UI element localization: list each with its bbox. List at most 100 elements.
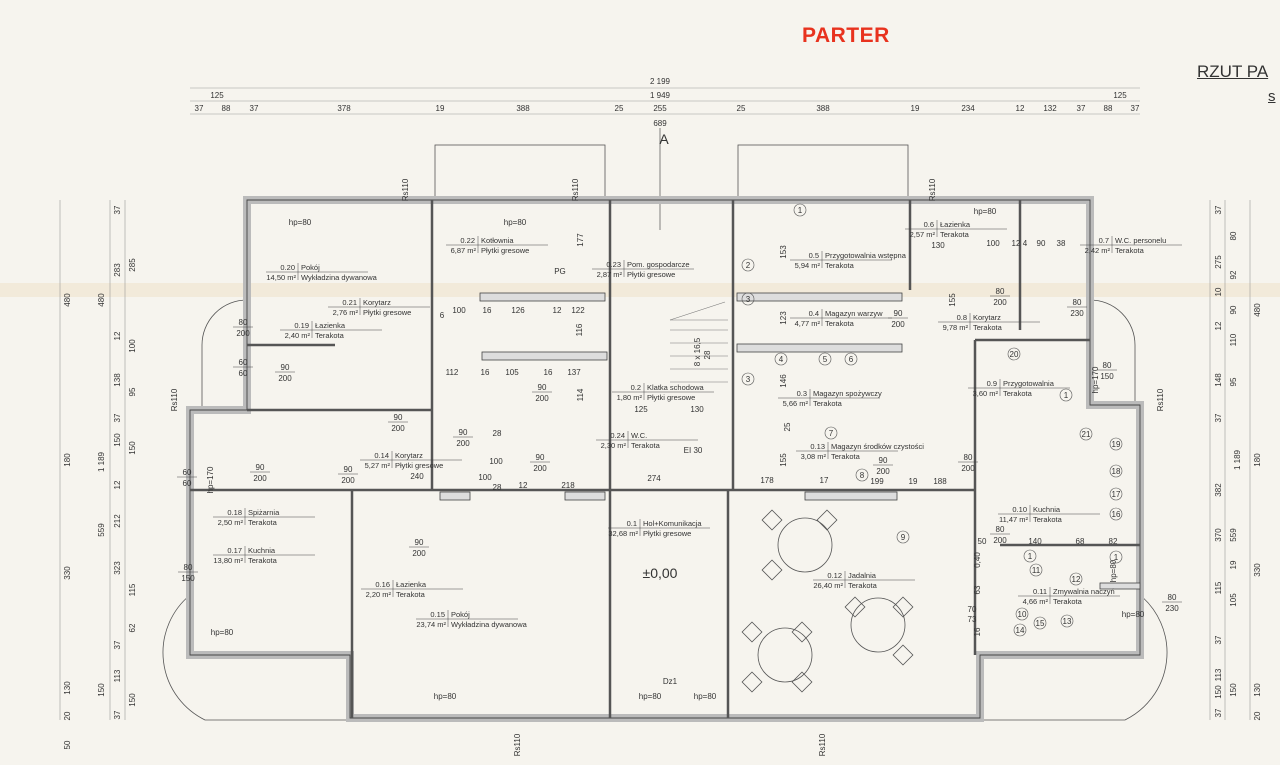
- left-dim: 150: [97, 683, 106, 697]
- interior-dim: 155: [779, 453, 788, 467]
- equipment-number: 16: [1112, 510, 1121, 519]
- left-dim: 1 189: [97, 451, 106, 472]
- annotation: Rs110: [513, 733, 522, 756]
- top-dim: 234: [961, 104, 975, 113]
- equipment-number: 1: [1114, 553, 1119, 562]
- room-name: Korytarz: [363, 298, 391, 307]
- top-dim: 37: [250, 104, 259, 113]
- room-finish: Terakota: [848, 581, 878, 590]
- door-width: 90: [459, 428, 468, 437]
- room-finish: Płytki gresowe: [395, 461, 443, 470]
- room-finish: Wykładzina dywanowa: [451, 620, 528, 629]
- interior-dim: 122: [571, 306, 585, 315]
- room-number: 0.11: [1033, 587, 1047, 596]
- right-dim: 559: [1229, 528, 1238, 542]
- room-finish: Płytki gresowe: [363, 308, 411, 317]
- room-number: 0.3: [797, 389, 807, 398]
- equipment-marker: [896, 530, 910, 544]
- room-name: Spiżarnia: [248, 508, 280, 517]
- room-area: 2,87 m²: [597, 270, 623, 279]
- equipment-marker: [1007, 347, 1021, 361]
- interior-walls: [190, 200, 1140, 718]
- room-finish: Terakota: [940, 230, 970, 239]
- interior-dim: 16: [483, 306, 492, 315]
- right-dim: 105: [1229, 593, 1238, 607]
- right-dim: 1 189: [1233, 449, 1242, 470]
- right-dim: 37: [1214, 413, 1223, 422]
- left-dim: 12: [113, 480, 122, 489]
- room-area: 5,94 m²: [795, 261, 821, 270]
- room-name: Łazienka: [315, 321, 346, 330]
- door-width: 60: [239, 358, 248, 367]
- interior-dim: 240: [410, 472, 424, 481]
- door-height: 200: [341, 476, 355, 485]
- right-dim: 90: [1229, 305, 1238, 314]
- interior-dim: 12: [553, 306, 562, 315]
- door-height: 200: [961, 464, 975, 473]
- right-dim: 110: [1229, 333, 1238, 346]
- staircase: [669, 301, 728, 383]
- room-area: 4,66 m²: [1023, 597, 1049, 606]
- room-area: 5,27 m²: [365, 461, 391, 470]
- top-dim: 388: [816, 104, 830, 113]
- door-height: 200: [412, 549, 426, 558]
- interior-dim: 28: [493, 483, 502, 492]
- drawing-title: PARTER: [802, 24, 890, 47]
- right-dim: 19: [1229, 560, 1238, 569]
- room-area: 6,87 m²: [451, 246, 477, 255]
- room-number: 0.16: [375, 580, 390, 589]
- room-name: Kuchnia: [1033, 505, 1061, 514]
- room-name: Przygotowalnia: [1003, 379, 1055, 388]
- interior-dim: 50: [978, 537, 987, 546]
- interior-dim: 12: [1012, 239, 1021, 248]
- interior-dim: 188: [933, 477, 947, 486]
- room-number: 0.6: [924, 220, 934, 229]
- room-label: 0.242,30 m²W.C.Terakota: [596, 431, 698, 450]
- right-dim: 113: [1214, 668, 1223, 681]
- equipment-number: 15: [1036, 619, 1045, 628]
- annotation: hp=80: [211, 628, 234, 637]
- door-height: 200: [993, 298, 1007, 307]
- annotation: Rs110: [928, 178, 937, 201]
- interior-dim: 82: [1109, 537, 1118, 546]
- interior-dim: 100: [452, 306, 466, 315]
- equipment-number: 4: [779, 355, 784, 364]
- room-name: Magazyn środków czystości: [831, 442, 924, 451]
- equipment-marker: [844, 352, 858, 366]
- door-height: 150: [1100, 372, 1114, 381]
- annotation: Rs110: [170, 388, 179, 411]
- door-height: 200: [456, 439, 470, 448]
- annotation: EI 30: [684, 446, 703, 455]
- room-finish: Terakota: [825, 261, 855, 270]
- room-name: W.C. personelu: [1115, 236, 1166, 245]
- annotation: Rs110: [401, 178, 410, 201]
- left-dim: 150: [113, 433, 122, 447]
- door-height: 60: [239, 369, 248, 378]
- right-dim: 370: [1214, 528, 1223, 542]
- top-dim: 37: [195, 104, 204, 113]
- room-area: 2,40 m²: [285, 331, 311, 340]
- interior-dim: 4: [1023, 239, 1028, 248]
- left-dim: 50: [63, 740, 72, 749]
- equipment-number: 3: [746, 375, 751, 384]
- interior-dim: 178: [760, 476, 774, 485]
- door-height: 200: [993, 536, 1007, 545]
- right-dim: 20: [1253, 711, 1262, 720]
- left-dim: 180: [63, 453, 72, 467]
- interior-dim: 199: [870, 477, 884, 486]
- equipment-marker: [1029, 563, 1043, 577]
- right-dim: 37: [1214, 708, 1223, 717]
- equipment-marker: [741, 292, 755, 306]
